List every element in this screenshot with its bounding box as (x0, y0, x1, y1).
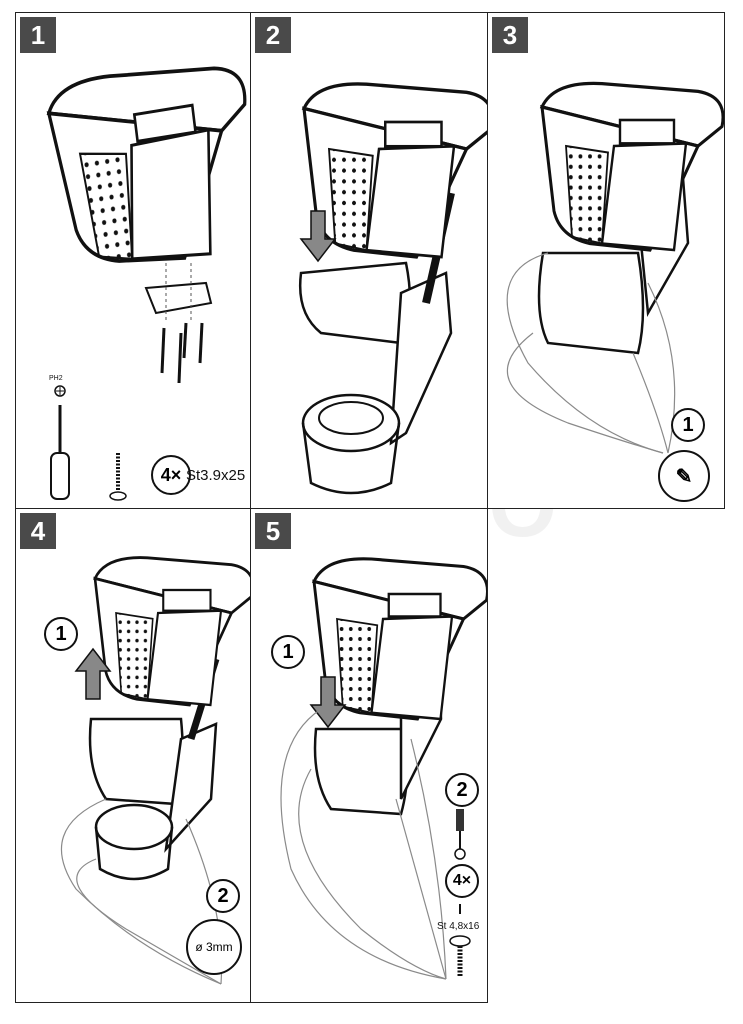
callout-2: 2 (206, 879, 240, 913)
step-3-panel: 3 1 ✎ (487, 12, 725, 509)
screw-count-badge: 4× (151, 455, 191, 495)
armrest-base-mount-illustration (43, 52, 250, 384)
step-5-panel: 5 1 2 4× St 4,8x16 (250, 508, 488, 1003)
screw-count-badge: 4× (445, 864, 479, 898)
step-number-badge: 3 (492, 17, 528, 53)
step-number-badge: 5 (255, 513, 291, 549)
step-2-panel: 2 (250, 12, 488, 509)
screwdriver-icon (50, 385, 70, 500)
armrest-cable-route-illustration (506, 81, 724, 454)
step-number-badge: 2 (255, 17, 291, 53)
drill-hole-detail-circle: ø 3mm (186, 919, 242, 975)
screw-spec-label: St3.9x25 (186, 467, 246, 484)
bit-label: PH2 (49, 375, 63, 382)
armrest-slide-down-illustration (299, 82, 487, 495)
callout-2: 2 (445, 773, 479, 807)
step-4-panel: 4 1 2 ø 3mm (15, 508, 251, 1003)
step-1-panel: 1 PH2 4× St3.9x25 (15, 12, 251, 509)
tapping-screw-icon (449, 935, 471, 977)
step-number-badge: 1 (20, 17, 56, 53)
cable-tie-detail-circle: ✎ (658, 450, 710, 502)
callout-1: 1 (671, 408, 705, 442)
screwdriver-icon (454, 809, 466, 914)
armrest-final-fixing-illustration (280, 557, 487, 980)
screw-spec-label: St 4,8x16 (437, 921, 480, 932)
callout-1: 1 (44, 617, 78, 651)
wood-screw-icon (109, 453, 127, 501)
drill-size-label: ø 3mm (195, 940, 233, 954)
armrest-lift-up-illustration (60, 556, 250, 985)
step-number-badge: 4 (20, 513, 56, 549)
cable-clip-icon: ✎ (675, 465, 693, 488)
callout-1: 1 (271, 635, 305, 669)
